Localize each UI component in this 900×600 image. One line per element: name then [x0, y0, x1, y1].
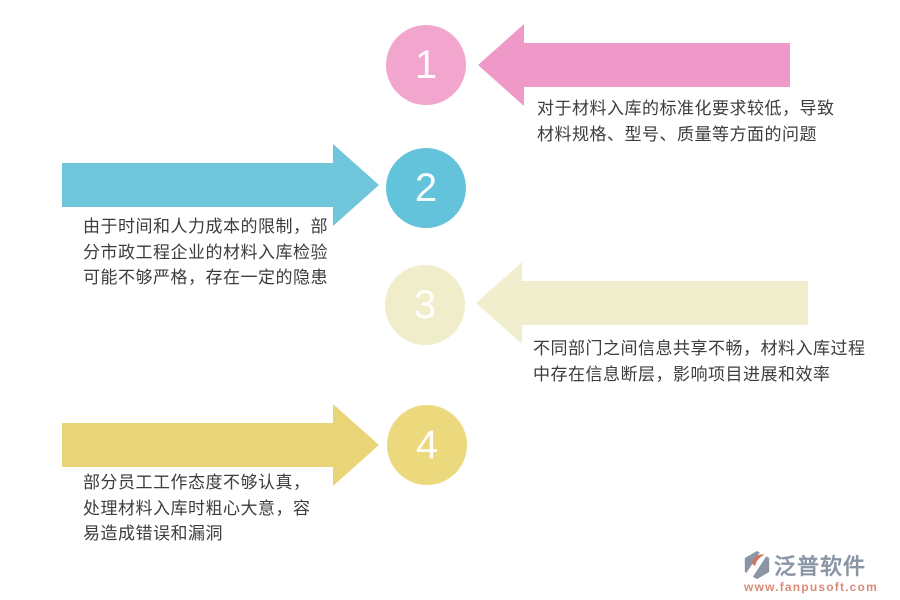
step-3-description: 不同部门之间信息共享不畅，材料入库过程 中存在信息断层，影响项目进展和效率: [533, 339, 866, 384]
step-1-description: 对于材料入库的标准化要求较低，导致 材料规格、型号、质量等方面的问题: [537, 99, 835, 144]
step-3-number: 3: [413, 283, 437, 327]
step-4-number: 4: [415, 423, 439, 467]
step-2-arrow-shaft: [62, 163, 333, 207]
step-2-circle: 2: [386, 148, 466, 228]
step-4-circle: 4: [387, 405, 467, 485]
fanpu-website-url: www.fanpusoft.com: [744, 580, 878, 594]
step-3-arrow-head-icon: [476, 262, 522, 344]
step-1-arrow-head-icon: [478, 24, 524, 106]
step-4-description: 部分员工工作态度不够认真， 处理材料入库时粗心大意，容 易造成错误和漏洞: [83, 473, 311, 543]
step-3-circle: 3: [385, 265, 465, 345]
step-1-arrow-shaft: [524, 43, 790, 87]
step-4-arrow-shaft: [62, 423, 333, 467]
step-2-description: 由于时间和人力成本的限制，部 分市政工程企业的材料入库检验 可能不够严格，存在一…: [83, 217, 328, 287]
step-1-number: 1: [414, 43, 438, 87]
fanpu-brand-name: 泛普软件: [774, 554, 867, 579]
step-2-number: 2: [414, 166, 438, 210]
step-3-arrow-shaft: [522, 281, 808, 325]
fanpu-logo-icon: [742, 549, 772, 581]
fanpu-watermark: 泛普软件 www.fanpusoft.com: [742, 549, 878, 594]
step-1-circle: 1: [386, 25, 466, 105]
